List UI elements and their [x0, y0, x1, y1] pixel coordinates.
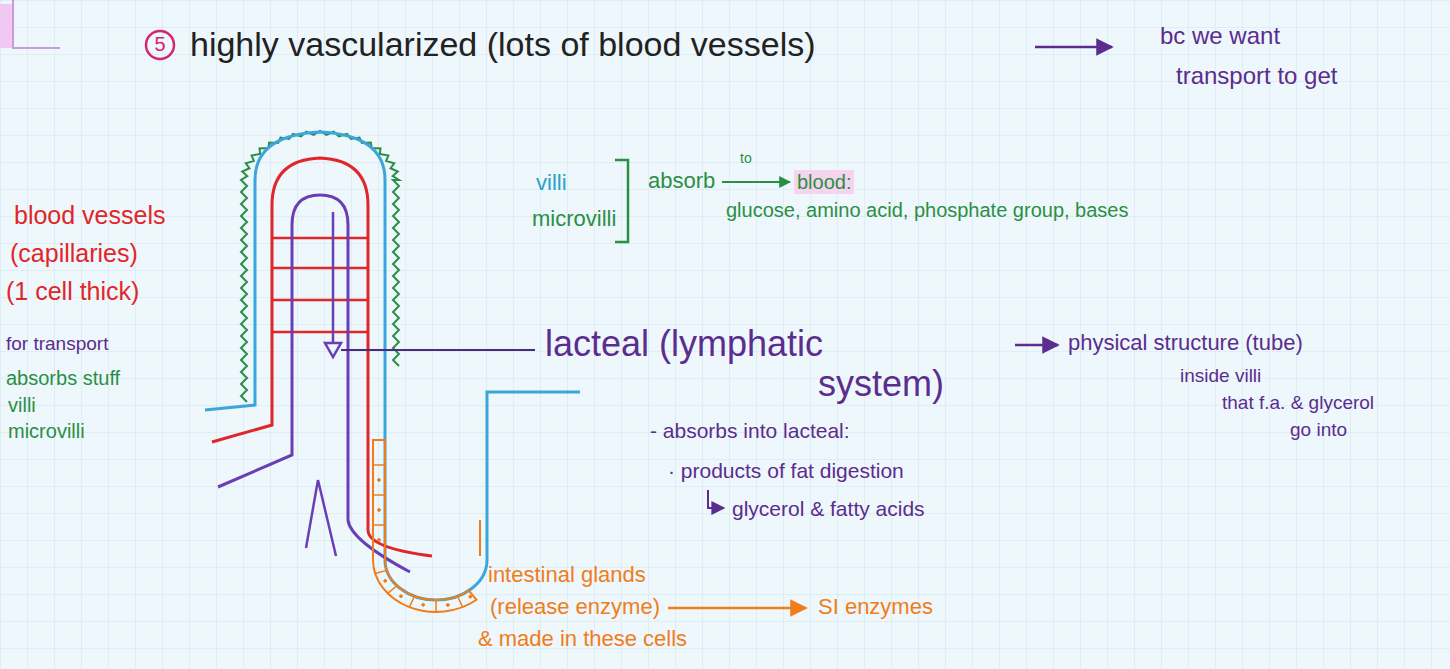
lacteal-vessel [218, 195, 410, 572]
cell-nucleus [378, 509, 381, 512]
microvilli-zigzag [241, 131, 399, 402]
annotation-text: villi [8, 393, 36, 417]
intestinal-gland-cells [373, 440, 477, 612]
bracket [615, 160, 628, 242]
term-label: microvilli [532, 206, 616, 232]
arrow [668, 607, 806, 610]
callout-number: 5 [150, 32, 170, 56]
annotation-text: absorb [648, 168, 715, 194]
cell-nucleus [422, 603, 425, 606]
lacteal-arrow [332, 212, 335, 343]
annotation-text: (release enzyme) [490, 594, 660, 620]
annotation-text: go into [1290, 419, 1347, 442]
cell-nucleus [469, 595, 472, 598]
part-label: intestinal glands [488, 562, 646, 588]
annotation-text: to [740, 150, 752, 167]
annotation-text: · products of fat digestion [668, 458, 904, 483]
cell-wall [373, 464, 385, 466]
highlight [794, 170, 854, 194]
cell-wall [388, 586, 397, 594]
capillary-rungs [272, 238, 368, 332]
cell-wall [375, 570, 387, 573]
cell-wall [409, 596, 414, 607]
leader-line [341, 349, 535, 351]
annotation-text: for transport [6, 333, 108, 356]
term-label: villi [536, 170, 567, 196]
villus-epithelium [205, 132, 580, 600]
lacteal-arrowhead [325, 343, 341, 357]
arrow [1015, 344, 1058, 347]
microvilli-fringe [241, 131, 399, 402]
annotation-text: absorbs stuff [6, 366, 120, 390]
annotation-text: glucose, amino acid, phosphate group, ba… [726, 198, 1129, 222]
annotation-text: physical structure (tube) [1068, 330, 1303, 356]
turn-arrow [708, 490, 724, 508]
number-circle [146, 31, 174, 59]
annotation-text: inside villi [1180, 365, 1261, 388]
cell-wall [373, 524, 385, 526]
cell-nucleus [378, 539, 381, 542]
annotation-text: blood: [797, 170, 852, 194]
part-label: system) [818, 362, 944, 405]
leader-line [479, 520, 481, 556]
margin-line [13, 0, 60, 48]
arrow [722, 181, 790, 183]
cell-nucleus [400, 595, 403, 598]
annotation-text: & made in these cells [478, 626, 687, 652]
annotation-text: that f.a. & glycerol [1222, 392, 1374, 415]
gland-cell-marks [373, 465, 472, 612]
arrow [1035, 46, 1112, 49]
annotation-text: - absorbs into lacteal: [650, 418, 850, 443]
annotation-text: transport to get [1176, 62, 1337, 91]
annotation-text: microvilli [8, 419, 85, 443]
cell-wall [373, 494, 385, 496]
cell-wall [435, 600, 437, 612]
annotation-text: bc we want [1160, 22, 1280, 51]
highlight-mark [0, 4, 13, 48]
annotation-text: (capillaries) [10, 238, 138, 268]
cell-nucleus [378, 479, 381, 482]
heading: highly vascularized (lots of blood vesse… [190, 24, 816, 65]
vessel-branch [306, 480, 336, 556]
cell-nucleus [446, 604, 449, 607]
capillary [212, 158, 432, 556]
annotation-text: SI enzymes [818, 594, 933, 620]
annotation-text: glycerol & fatty acids [732, 496, 925, 521]
cell-wall [458, 596, 463, 607]
annotation-text: blood vessels [14, 200, 165, 230]
annotation-text: (1 cell thick) [6, 276, 139, 306]
cell-nucleus [384, 579, 387, 582]
part-label: lacteal (lymphatic [545, 322, 823, 365]
